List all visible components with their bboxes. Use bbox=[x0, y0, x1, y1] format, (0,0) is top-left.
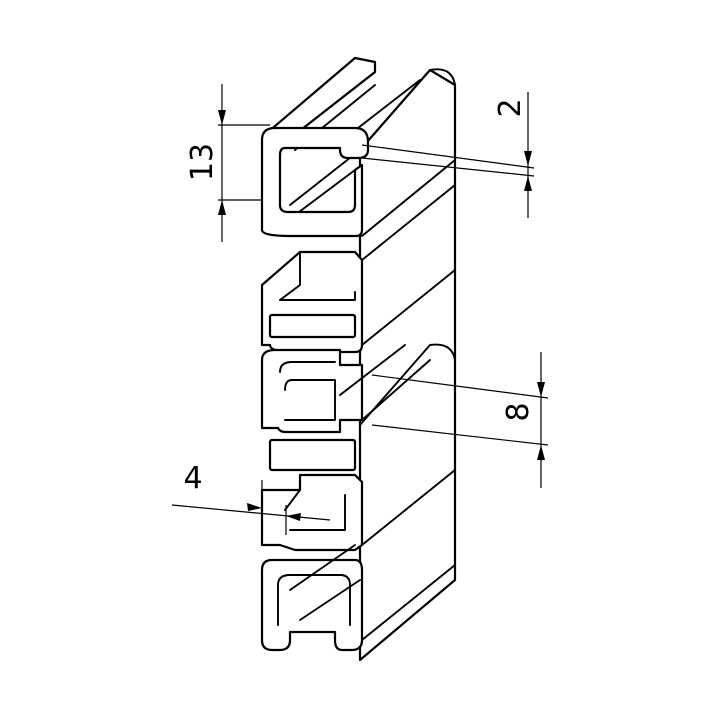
bottom-cross-section bbox=[260, 473, 364, 552]
back-face bbox=[358, 68, 457, 662]
dim-label-2: 2 bbox=[493, 98, 528, 117]
dimension-lip-thickness: 2 bbox=[361, 92, 535, 218]
web-slot-lower bbox=[268, 438, 357, 472]
dim-label-8: 8 bbox=[501, 402, 536, 421]
dimension-slot-depth: 13 bbox=[185, 84, 270, 242]
dimension-wall-thickness: 4 bbox=[171, 461, 331, 535]
front-cross-section bbox=[260, 126, 370, 238]
upper-slot-channel bbox=[289, 79, 421, 216]
profile-body bbox=[260, 56, 457, 662]
back-rail-top bbox=[359, 68, 456, 151]
bottom-slot-section bbox=[260, 558, 364, 652]
dim-label-13: 13 bbox=[185, 143, 220, 181]
dimension-slot-opening: 8 bbox=[371, 352, 549, 488]
dim-label-4: 4 bbox=[183, 461, 202, 496]
web-slot-upper bbox=[268, 313, 357, 339]
lower-cross-section bbox=[260, 348, 364, 434]
lower-back-rail-top bbox=[359, 343, 456, 426]
extrusion-edges bbox=[361, 159, 456, 641]
